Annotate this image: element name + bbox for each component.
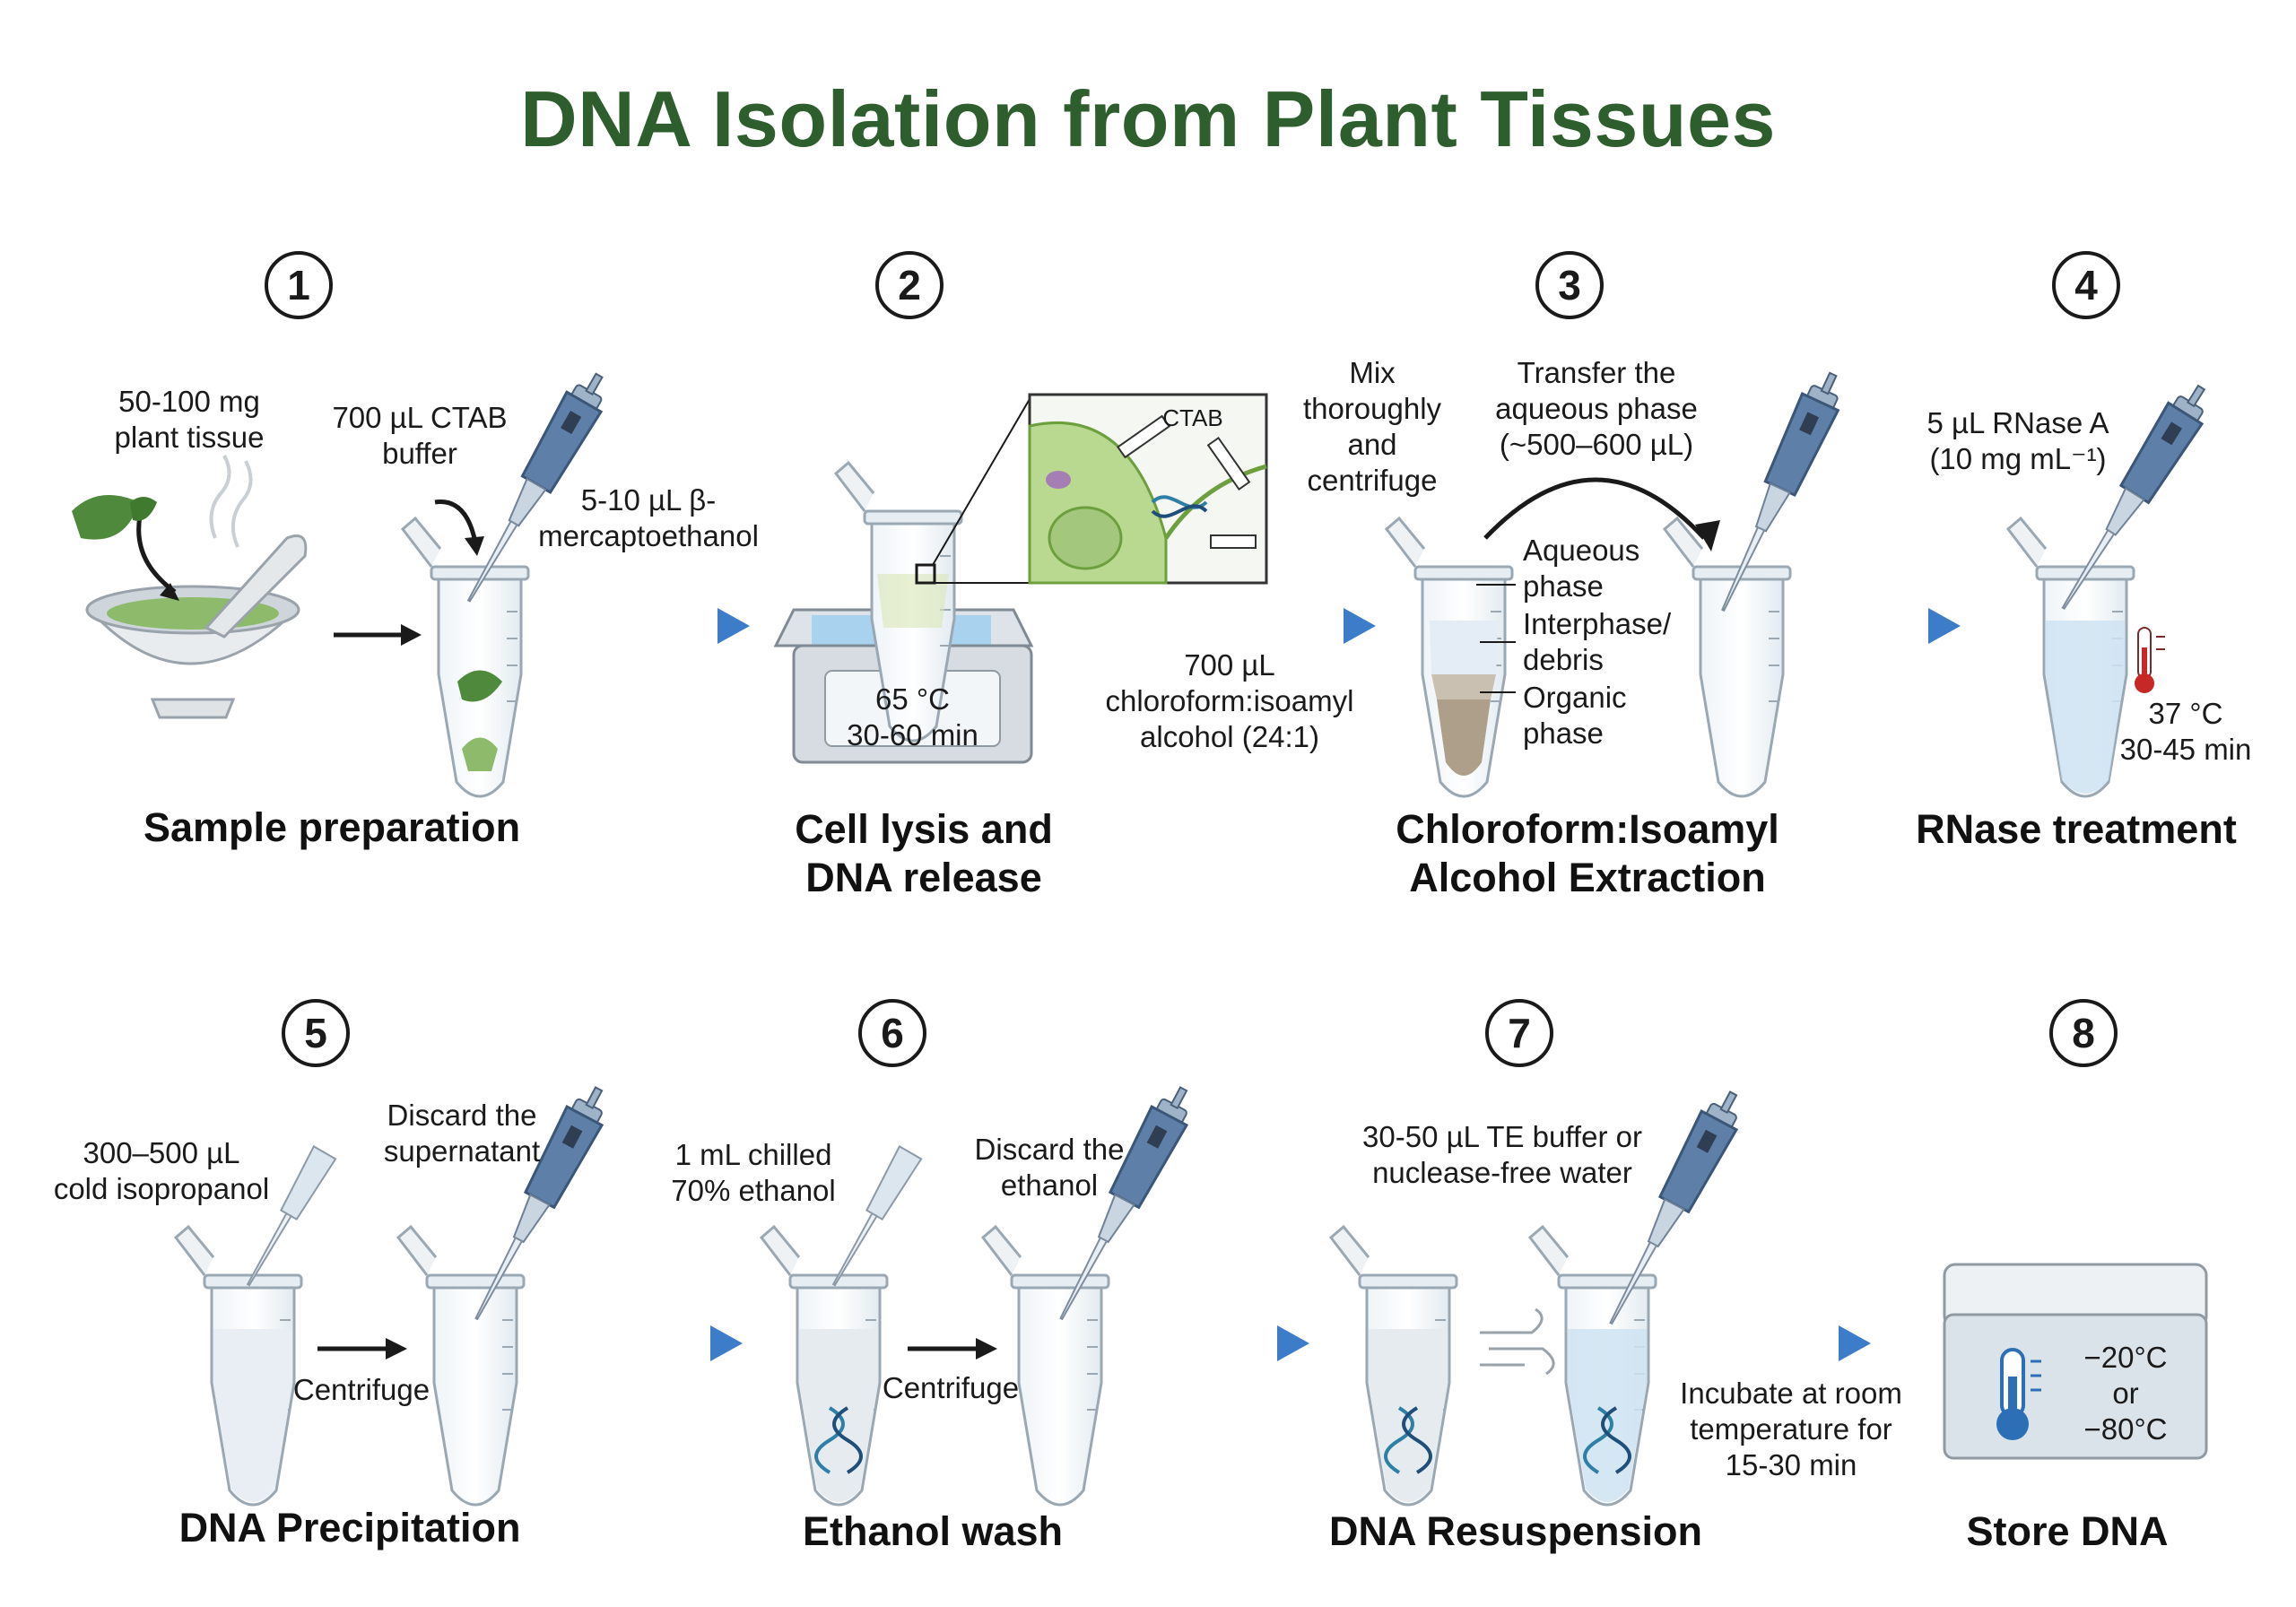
page-title: DNA Isolation from Plant Tissues: [520, 74, 1776, 163]
label-interphase: Interphase/debris: [1523, 607, 1672, 676]
step-title-4: RNase treatment: [1916, 806, 2237, 852]
label-ctab-zoom: CTAB: [1162, 404, 1223, 431]
step-number-5: 5: [282, 999, 350, 1067]
thermometer-icon: [1996, 1348, 2041, 1440]
step-number-6: 6: [858, 999, 926, 1067]
thermometer-icon: [2135, 627, 2165, 693]
step-title-1: Sample preparation: [143, 804, 521, 850]
air-flow-icon: [1480, 1307, 1555, 1376]
label-centrifuge-2: Centrifuge: [882, 1371, 1020, 1404]
label-rnase: 5 µL RNase A(10 mg mL⁻¹): [1926, 406, 2109, 475]
step-number-7: 7: [1485, 999, 1553, 1067]
step-number-3: 3: [1535, 251, 1604, 319]
step-title-6: Ethanol wash: [802, 1508, 1064, 1554]
step-number-1: 1: [265, 251, 333, 319]
step-title-8: Store DNA: [1966, 1508, 2169, 1554]
cell-zoom-icon: [1028, 393, 1268, 585]
label-centrifuge-1: Centrifuge: [292, 1373, 430, 1406]
step-number-2: 2: [875, 251, 944, 319]
step-number-8: 8: [2049, 999, 2118, 1067]
step-title-5: DNA Precipitation: [178, 1505, 521, 1551]
mortar-pestle-icon: [85, 455, 308, 719]
step-title-7: DNA Resuspension: [1329, 1508, 1702, 1554]
leaf-icon: [457, 670, 502, 702]
label-bme: 5-10 µL β-mercaptoethanol: [538, 483, 759, 552]
leaf-icon: [72, 495, 157, 540]
step-number-4: 4: [2052, 251, 2120, 319]
